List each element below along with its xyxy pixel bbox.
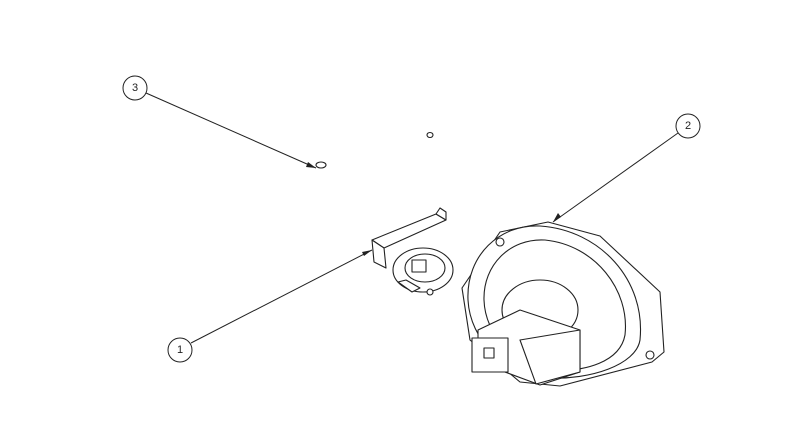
blower-motor-part (461, 221, 665, 387)
callout-label-3: 3 (132, 82, 138, 94)
callout-1: 1 (167, 337, 193, 363)
callout-2: 2 (675, 113, 701, 139)
callout-label-2: 2 (685, 120, 691, 132)
leader-line-1 (190, 249, 373, 344)
callout-label-1: 1 (177, 344, 183, 356)
callout-3: 3 (122, 75, 148, 101)
leader-line-3 (145, 92, 317, 169)
arrowhead-1 (362, 250, 372, 256)
arrowhead-2 (553, 213, 561, 222)
pressure-switch-part (371, 207, 454, 296)
hose-part (312, 131, 434, 199)
leader-line-2 (552, 132, 679, 223)
arrowhead-3 (306, 162, 316, 168)
